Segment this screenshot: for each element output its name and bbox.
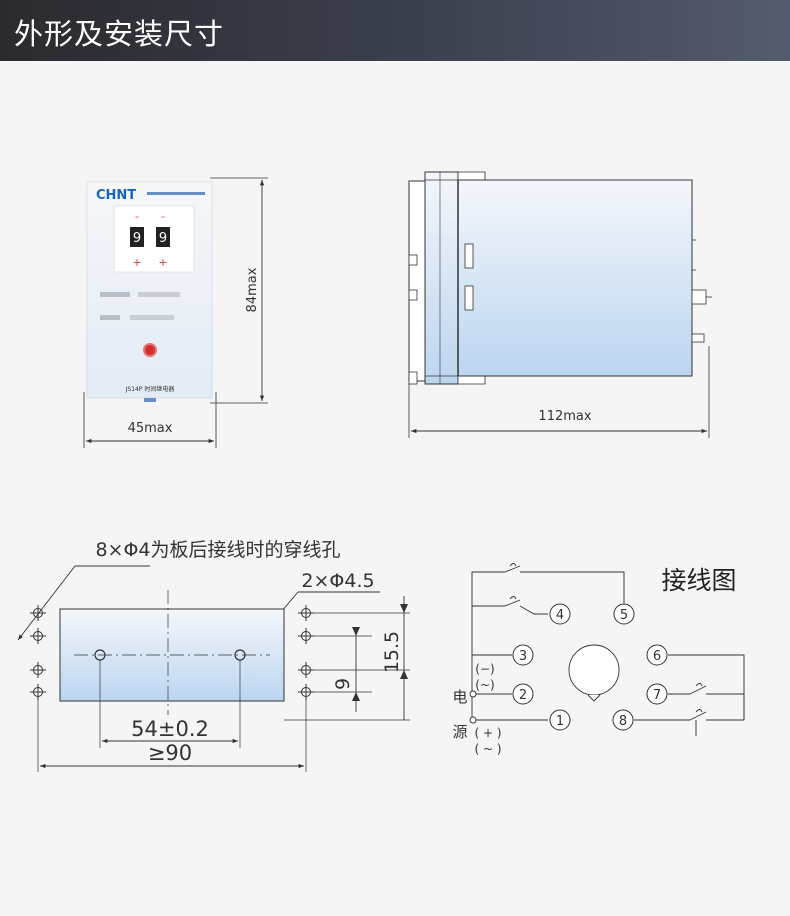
terminal-label-7: 7 bbox=[653, 688, 661, 703]
wire-to-5 bbox=[520, 571, 625, 604]
front-led-housing bbox=[691, 333, 705, 343]
pos-label: ( + ) bbox=[474, 726, 501, 740]
terminal-label-8: 8 bbox=[619, 714, 627, 729]
wiring-diagram: 接线图 bbox=[469, 563, 745, 736]
brand-bar bbox=[147, 192, 205, 195]
ac-label-bottom: ( ~ ) bbox=[474, 742, 501, 756]
side-clip-2 bbox=[464, 285, 474, 311]
plus-button-2[interactable]: + bbox=[158, 256, 167, 269]
depth-dim-label: 112max bbox=[538, 409, 591, 424]
terminal-label-3: 3 bbox=[519, 649, 527, 664]
terminal-label-6: 6 bbox=[653, 649, 661, 664]
relay-side-body bbox=[457, 179, 693, 377]
terminal-label-1: 1 bbox=[556, 714, 564, 729]
minus-button-2[interactable]: - bbox=[161, 210, 165, 223]
contact-top bbox=[504, 565, 521, 573]
digit-2: 9 bbox=[159, 231, 167, 246]
digit-1: 9 bbox=[133, 231, 141, 246]
dim-9-label: 9 bbox=[332, 678, 354, 690]
width-dim-label: 45max bbox=[128, 421, 173, 436]
power-label-2: 源 bbox=[452, 723, 467, 741]
model-label: JS14P 时间继电器 bbox=[125, 385, 175, 393]
terminal-label-4: 4 bbox=[556, 608, 564, 623]
power-label-1: 电 bbox=[452, 688, 467, 706]
label-row-1-key bbox=[100, 292, 130, 297]
dial-panel bbox=[113, 205, 195, 273]
brand-logo: CHNT bbox=[96, 188, 136, 203]
front-view: CHNT - - 9 9 + + JS14P 时间继电器 84max 45max bbox=[83, 177, 268, 448]
dim-15-5-label: 15.5 bbox=[381, 631, 403, 673]
status-led bbox=[143, 343, 157, 357]
terminal-1 bbox=[549, 709, 571, 731]
terminal-7 bbox=[646, 683, 668, 705]
terminal-labels: 1 2 3 4 5 6 7 8 bbox=[519, 608, 661, 729]
terminal-2 bbox=[512, 683, 534, 705]
terminal-label-2: 2 bbox=[519, 688, 527, 703]
contact-mid bbox=[504, 599, 521, 607]
digit-window-2 bbox=[156, 227, 170, 247]
dim-54-label: 54±0.2 bbox=[131, 717, 209, 741]
relay-coil bbox=[568, 644, 620, 696]
right-pin-holes bbox=[298, 605, 314, 700]
dim-90-label: ≥90 bbox=[148, 741, 192, 765]
neg-label: (−) bbox=[475, 662, 494, 676]
contact-right-2 bbox=[689, 711, 707, 721]
note-leader-diag bbox=[17, 565, 76, 641]
socket-pin-1 bbox=[408, 254, 418, 266]
height-dim-label: 84max bbox=[245, 267, 260, 312]
socket-pin-3 bbox=[408, 371, 418, 385]
wire-left-rail bbox=[471, 571, 505, 720]
wiring-title: 接线图 bbox=[661, 566, 736, 595]
wire-holes-note: 8×Φ4为板后接线时的穿线孔 bbox=[95, 539, 340, 561]
side-view: 112max bbox=[408, 171, 712, 438]
terminal-8 bbox=[612, 709, 634, 731]
label-row-2-value bbox=[130, 315, 174, 320]
terminal-5 bbox=[613, 603, 635, 625]
terminal-3 bbox=[512, 644, 534, 666]
plus-button-1[interactable]: + bbox=[132, 256, 141, 269]
page-title: 外形及安装尺寸 bbox=[14, 17, 225, 51]
label-row-1-value bbox=[138, 292, 180, 297]
socket-pin-2 bbox=[408, 289, 418, 301]
label-row-2-key bbox=[100, 315, 120, 320]
wire-from-6 bbox=[668, 654, 745, 720]
socket-base bbox=[408, 180, 426, 382]
terminal-label-5: 5 bbox=[620, 608, 628, 623]
left-pin-holes bbox=[30, 605, 46, 700]
front-clip bbox=[144, 398, 156, 402]
side-clip-1 bbox=[464, 243, 474, 269]
front-knob bbox=[691, 289, 707, 305]
bottom-tab bbox=[457, 375, 486, 385]
terminal-4 bbox=[549, 603, 571, 625]
socket-frame bbox=[424, 171, 459, 385]
mount-holes-note: 2×Φ4.5 bbox=[301, 570, 374, 592]
header-bar: 外形及安装尺寸 bbox=[0, 0, 790, 61]
terminal-6 bbox=[646, 644, 668, 666]
minus-button-1[interactable]: - bbox=[135, 210, 139, 223]
power-labels: (−) (~) 电 源 ( + ) ( ~ ) bbox=[452, 662, 501, 756]
top-tab bbox=[457, 171, 486, 181]
contact-right-1 bbox=[689, 685, 707, 695]
mounting-diagram: 8×Φ4为板后接线时的穿线孔 2×Φ4.5 bbox=[17, 539, 410, 772]
digit-window-1 bbox=[130, 227, 144, 247]
ac-label-top: (~) bbox=[475, 678, 494, 692]
